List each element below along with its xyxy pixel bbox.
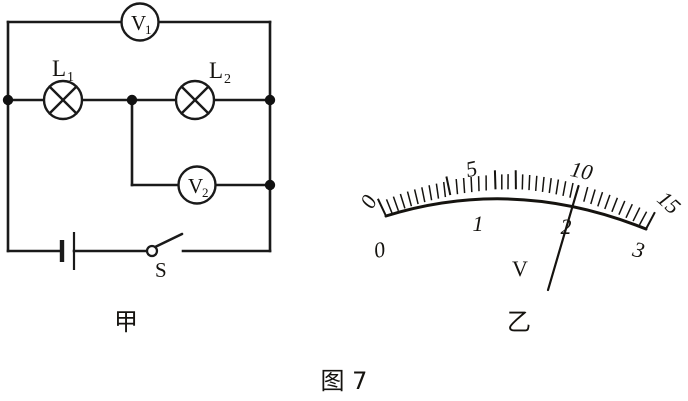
tick-minor-c4 [548, 178, 552, 194]
voltmeter-v1-subscript: 1 [145, 22, 152, 37]
meter-ticks [376, 170, 656, 230]
node-middle [126, 94, 138, 106]
tick-minor-d7 [632, 207, 641, 222]
tick-major-15 [645, 211, 656, 230]
tick-minor-b2 [462, 177, 466, 194]
voltmeter-v1-body [120, 2, 160, 42]
tick-minor-a9 [442, 181, 447, 198]
inner-tick-label-3: 3 [629, 236, 647, 263]
tick-major-5 [445, 176, 452, 196]
voltmeter-v2-subscript: 2 [202, 185, 209, 200]
node-right-top [264, 94, 276, 106]
tick-minor-a2 [392, 196, 400, 212]
circuit-panel: V 1 V 2 L 1 [2, 2, 276, 336]
tick-minor-d4 [611, 197, 619, 213]
battery[interactable] [59, 232, 76, 270]
inner-tick-label-0: 0 [371, 236, 387, 263]
lamp-l1[interactable] [42, 79, 84, 121]
tick-minor-c9 [583, 186, 589, 202]
tick-minor-c5 [555, 179, 560, 195]
tick-minor-a6 [421, 187, 426, 203]
tick-medium-mid [493, 170, 497, 190]
tick-minor-c3 [541, 176, 545, 192]
node-right-bottom [264, 179, 276, 191]
tick-minor-b3 [470, 176, 473, 193]
tick-minor-d1 [590, 189, 596, 205]
panel-label-jia: 甲 [114, 308, 138, 336]
lamp-l2-subscript: 2 [224, 72, 231, 87]
tick-minor-a3 [399, 193, 406, 209]
tick-minor-a4 [406, 191, 413, 207]
voltmeter-v2-label: V [188, 174, 203, 198]
voltmeter-v1[interactable]: V 1 [120, 2, 160, 42]
tick-minor-c2 [534, 175, 538, 191]
voltmeter-v2-body [177, 165, 217, 205]
switch-s[interactable]: S [145, 232, 184, 282]
voltmeter-v1-label: V [131, 11, 146, 35]
inner-tick-label-2: 2 [561, 214, 572, 239]
lamp-l2-filament-b [180, 85, 210, 115]
switch-label: S [155, 258, 167, 282]
tick-minor-d8 [638, 211, 648, 226]
tick-minor-c1 [528, 174, 531, 191]
circuit-wires [6, 20, 272, 253]
inner-tick-label-1: 1 [473, 211, 484, 236]
meter-scale-arc [384, 197, 648, 231]
tick-minor-d6 [625, 203, 633, 219]
outer-tick-label-10: 10 [568, 156, 595, 185]
lamp-l1-subscript: 1 [67, 70, 74, 85]
tick-major-0 [376, 198, 387, 217]
tick-minor-c7 [569, 182, 574, 198]
meter-inner-scale-labels: 0 1 2 3 [371, 211, 647, 263]
tick-minor-a5 [413, 189, 419, 205]
tick-minor-a7 [428, 185, 433, 201]
node-left [2, 94, 14, 106]
meter-needle [546, 184, 580, 292]
tick-minor-b1 [455, 179, 459, 195]
meter-panel: 0 5 10 15 0 1 2 3 V 乙 [355, 155, 686, 336]
tick-minor-d3 [604, 194, 611, 210]
lamp-l2-label: L [209, 58, 223, 83]
tick-minor-d2 [597, 191, 604, 207]
figure-caption: 图 7 [321, 367, 368, 395]
tick-minor-a8 [435, 183, 440, 199]
tick-minor-c6 [562, 181, 567, 197]
tick-minor-d5 [618, 200, 626, 215]
tick-minor-a1 [385, 199, 393, 214]
lamp-l2[interactable] [174, 79, 216, 121]
circuit-nodes [2, 94, 276, 191]
meter-unit-label: V [512, 256, 528, 281]
lamp-l1-label: L [52, 56, 66, 81]
outer-tick-label-5: 5 [463, 155, 479, 182]
lamp-l1-filament-b [48, 85, 78, 115]
outer-tick-label-15: 15 [652, 186, 685, 219]
outer-tick-label-0: 0 [355, 191, 382, 212]
lamp-l1-label-group: L 1 [52, 56, 74, 85]
switch-blade [151, 232, 184, 250]
lamp-l2-label-group: L 2 [209, 58, 231, 87]
switch-pivot [145, 244, 159, 258]
panel-label-yi: 乙 [507, 308, 531, 336]
voltmeter-v2[interactable]: V 2 [177, 165, 217, 205]
